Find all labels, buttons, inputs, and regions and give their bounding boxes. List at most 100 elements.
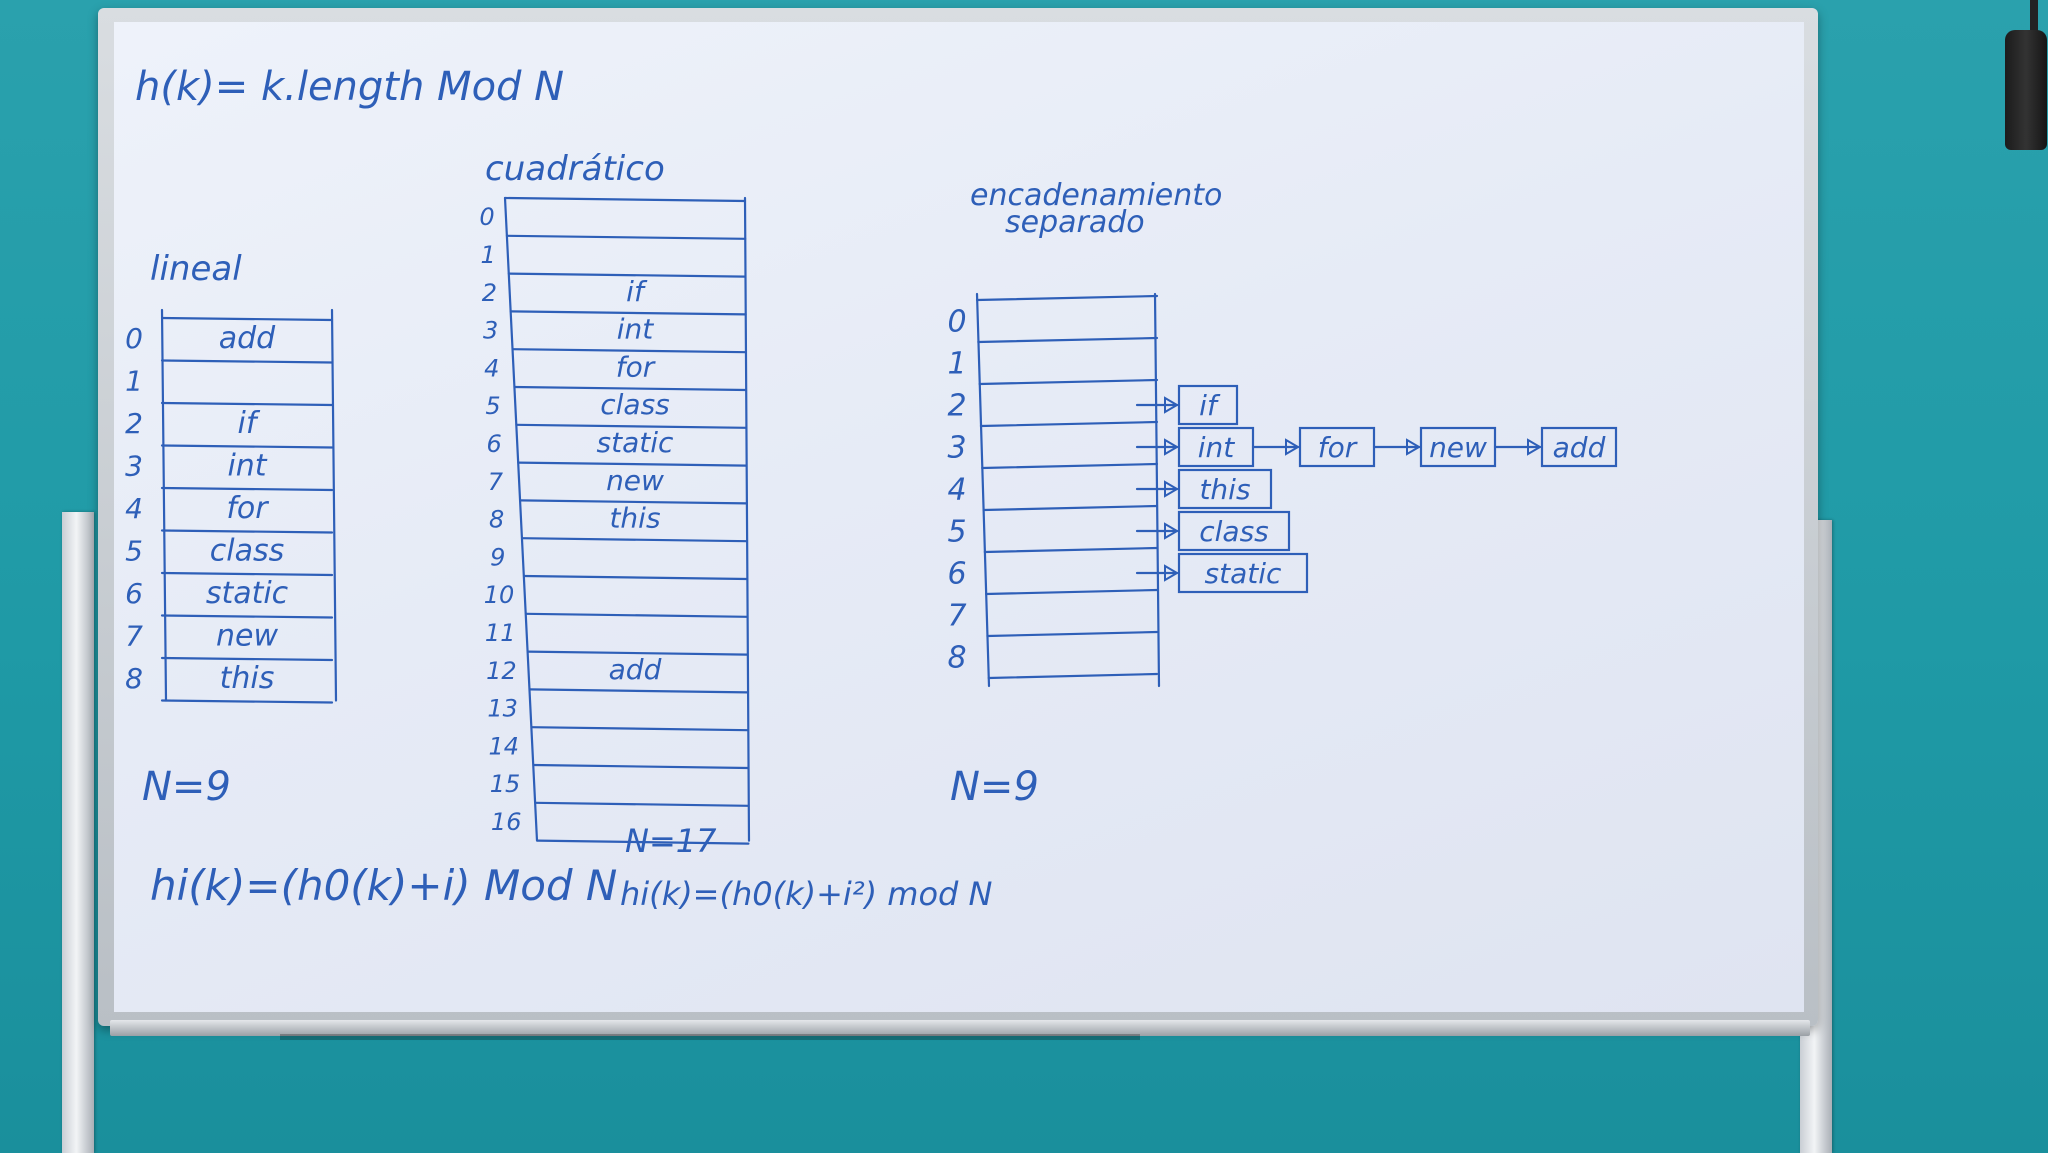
- linear-cell-text: for: [226, 491, 269, 526]
- marker-tray: [110, 1020, 1810, 1036]
- chaining-index: 0: [947, 305, 966, 340]
- quadratic-cell-text: add: [609, 653, 662, 686]
- quadratic-index: 4: [484, 354, 499, 382]
- quadratic-cell-text: this: [609, 502, 660, 535]
- chain-node-box: [1540, 426, 1618, 468]
- hash-function-top: h(k)= k.length Mod N: [135, 64, 564, 110]
- quadratic-index: 6: [487, 430, 502, 458]
- chaining-index: 5: [947, 515, 966, 550]
- linear-index: 2: [125, 407, 143, 440]
- quadratic-index: 2: [482, 279, 497, 307]
- linear-probe-formula: hi(k)=(h0(k)+i) Mod N: [150, 861, 617, 910]
- linear-table-row-line: [160, 316, 334, 322]
- quadratic-table-row-line: [528, 688, 749, 694]
- linear-table-left-border: [160, 308, 168, 702]
- quadratic-table-right-border: [743, 196, 751, 842]
- chain-node-box: [1177, 510, 1291, 552]
- quadratic-cell-text: static: [597, 426, 674, 459]
- quadratic-title: cuadrático: [485, 149, 665, 189]
- chain-arrow-head: [1285, 438, 1300, 456]
- linear-cell-text: this: [220, 661, 275, 696]
- quadratic-index: 0: [479, 203, 494, 231]
- chain-node-box: [1177, 552, 1309, 594]
- chain-node-box: [1177, 468, 1273, 510]
- chaining-title-line1: encadenamiento: [970, 178, 1222, 213]
- quadratic-index: 11: [485, 619, 516, 647]
- power-plug: [2005, 30, 2047, 150]
- quadratic-table-row-line: [509, 310, 747, 316]
- chain-node-text: class: [1199, 515, 1269, 548]
- chain-arrow-head: [1406, 438, 1421, 456]
- quadratic-table-row-line: [513, 385, 748, 392]
- linear-title: lineal: [150, 249, 242, 289]
- linear-cell-text: class: [210, 533, 284, 568]
- linear-cell-text: if: [238, 406, 261, 441]
- chaining-index: 3: [947, 431, 966, 466]
- quadratic-cell-text: class: [600, 388, 670, 421]
- quadratic-index: 3: [483, 317, 498, 345]
- linear-table-row-line: [160, 359, 334, 364]
- chain-node-box: [1177, 384, 1239, 426]
- chain-arrow-head: [1527, 438, 1542, 456]
- chain-arrow-head: [1164, 564, 1179, 582]
- chaining-table-row-line: [986, 630, 1159, 638]
- power-cable: [2030, 0, 2038, 35]
- linear-index: 0: [125, 322, 143, 355]
- linear-n-label: N=9: [142, 764, 231, 810]
- linear-cell-text: static: [206, 576, 289, 611]
- quadratic-table-row-line: [520, 537, 748, 543]
- hash-formula-text: h(k)= k.length Mod N: [135, 64, 564, 110]
- quadratic-index: 8: [489, 506, 504, 534]
- linear-table-row-line: [160, 486, 334, 492]
- tray-shadow: [280, 1034, 1140, 1040]
- quadratic-index: 12: [486, 657, 517, 685]
- quadratic-table-row-line: [534, 801, 750, 807]
- linear-index: 8: [125, 662, 143, 695]
- chain-arrow-head: [1164, 522, 1179, 540]
- quadratic-table-row-line: [532, 763, 750, 770]
- quadratic-table-row-line: [505, 234, 747, 240]
- linear-index: 3: [125, 449, 143, 482]
- quadratic-index: 7: [488, 468, 504, 496]
- linear-index: 4: [125, 492, 143, 525]
- linear-table-row-line: [160, 529, 334, 534]
- chaining-table-row-line: [981, 462, 1159, 470]
- linear-table-row-line: [160, 571, 334, 577]
- linear-table-row-line: [160, 401, 334, 407]
- quadratic-table-row-line: [530, 726, 749, 732]
- quadratic-table-row-line: [519, 499, 748, 505]
- quadratic-cell-text: if: [626, 275, 648, 308]
- quadratic-table-row-line: [507, 272, 747, 278]
- chaining-index: 8: [947, 641, 966, 676]
- linear-table-row-line: [160, 656, 334, 662]
- quadratic-cell-text: int: [617, 313, 655, 346]
- chaining-index: 1: [947, 347, 966, 382]
- chaining-table-row-line: [982, 504, 1159, 512]
- quadratic-table-left-border: [503, 196, 539, 842]
- chaining-table-row-line: [975, 294, 1159, 302]
- chaining-title-line2: separado: [1005, 205, 1145, 240]
- quadratic-index: 1: [481, 241, 496, 269]
- chaining-table-row-line: [977, 336, 1159, 344]
- quadratic-index: 14: [489, 732, 520, 760]
- quadratic-table-row-line: [517, 461, 748, 467]
- quadratic-table-row-line: [536, 839, 750, 845]
- chain-node-text: if: [1199, 389, 1221, 422]
- chain-node-text: static: [1205, 557, 1282, 590]
- chaining-index: 7: [947, 599, 966, 634]
- chain-node-text: for: [1318, 431, 1358, 464]
- chaining-index: 6: [947, 557, 966, 592]
- linear-cell-text: add: [219, 321, 276, 356]
- chain-arrow-head: [1164, 438, 1179, 456]
- quadratic-index: 16: [491, 808, 522, 836]
- stand-left-leg: [62, 512, 94, 1153]
- linear-table-row-line: [160, 614, 334, 619]
- linear-cell-text: new: [216, 618, 278, 653]
- chain-node-text: add: [1553, 431, 1606, 464]
- chaining-index: 2: [947, 389, 966, 424]
- chain-arrow-head: [1164, 480, 1179, 498]
